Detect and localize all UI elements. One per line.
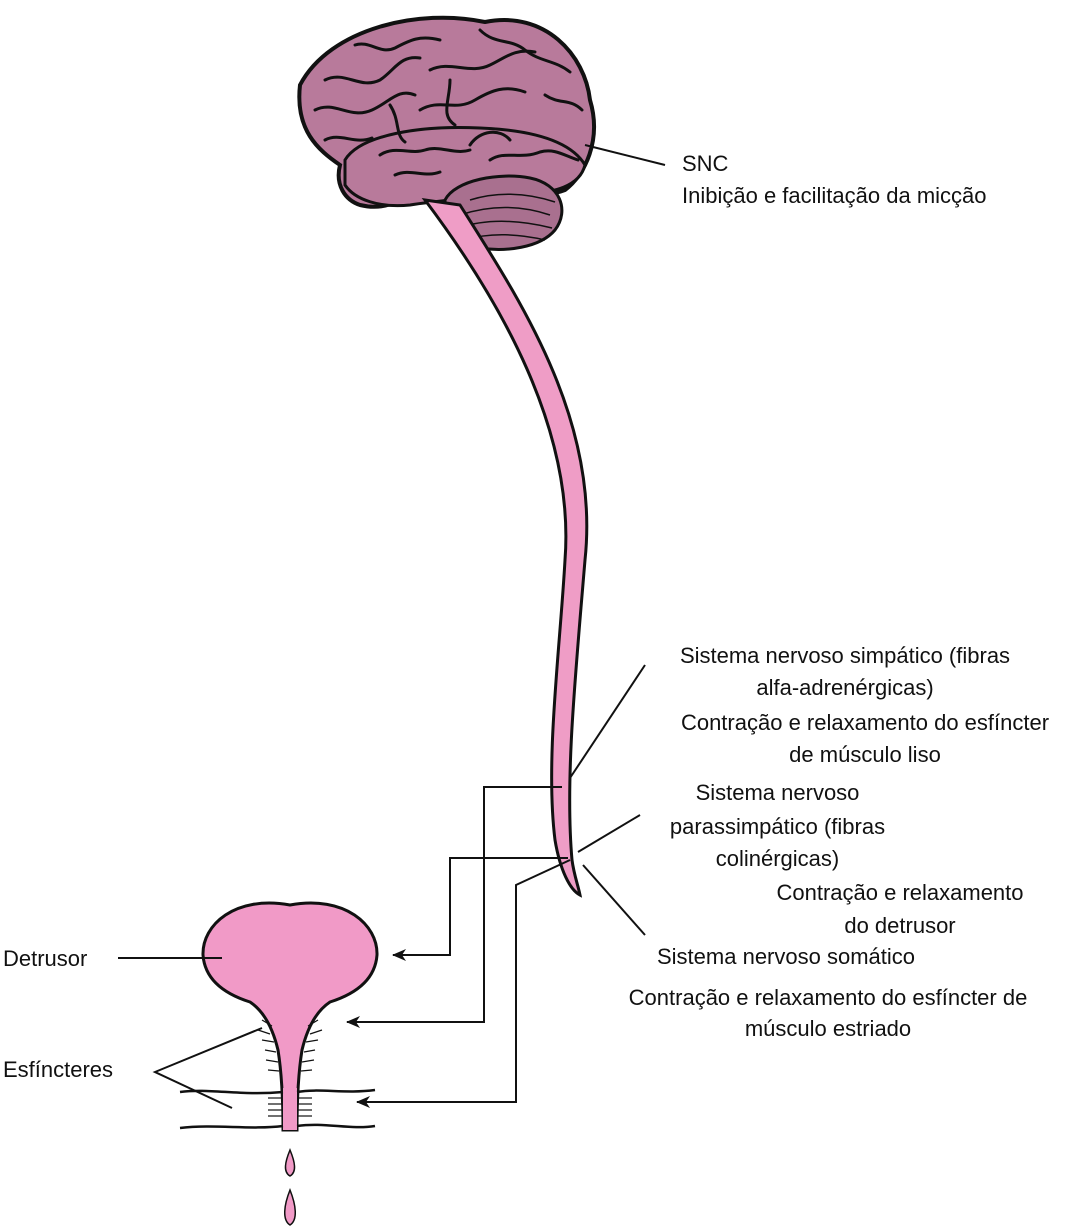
simpatico-title-line1: Sistema nervoso simpático (fibras bbox=[679, 643, 1011, 668]
urethra-fill bbox=[283, 1088, 297, 1130]
esfincteres-label: Esfíncteres bbox=[3, 1057, 114, 1082]
parassimpatico-leader bbox=[577, 814, 641, 853]
simpatico-leader bbox=[569, 664, 646, 779]
urine-drop-1 bbox=[284, 1148, 296, 1177]
simpatico-title-line2: alfa-adrenérgicas) bbox=[756, 675, 934, 700]
detrusor-label: Detrusor bbox=[3, 946, 88, 971]
snc-title: SNC bbox=[682, 151, 729, 176]
smooth-sphincter-fibers bbox=[257, 1019, 323, 1072]
pelvic-floor bbox=[179, 1088, 376, 1130]
parassimpatico-title-line2: parassimpático (fibras bbox=[669, 814, 886, 839]
brain bbox=[297, 15, 596, 251]
parassimpatico-desc-line2: do detrusor bbox=[844, 913, 956, 938]
parasympathetic-arrow bbox=[392, 857, 568, 961]
snc-description: Inibição e facilitação da micção bbox=[682, 183, 987, 208]
somatico-desc-line1: Contração e relaxamento do esfíncter de bbox=[628, 985, 1028, 1010]
nerve-pathways bbox=[346, 786, 571, 1108]
brain-gyri bbox=[313, 28, 584, 177]
striated-sphincter-fibers bbox=[268, 1097, 312, 1117]
bladder bbox=[179, 901, 379, 1226]
parassimpatico-desc-line1: Contração e relaxamento bbox=[776, 880, 1024, 905]
somatico-title: Sistema nervoso somático bbox=[657, 944, 915, 969]
esfincteres-leader bbox=[152, 1027, 263, 1109]
somatico-leader bbox=[582, 864, 646, 936]
somatico-desc-line2: músculo estriado bbox=[744, 1016, 912, 1041]
sympathetic-arrow bbox=[346, 786, 562, 1028]
snc-leader bbox=[584, 144, 666, 166]
somatic-arrow bbox=[356, 859, 571, 1108]
simpatico-desc-line2: de músculo liso bbox=[789, 742, 941, 767]
parassimpatico-title-line1: Sistema nervoso bbox=[695, 780, 860, 805]
urine-drop-2 bbox=[284, 1187, 296, 1226]
spinal-cord bbox=[421, 198, 589, 898]
parassimpatico-title-line3: colinérgicas) bbox=[715, 846, 840, 871]
simpatico-desc-line1: Contração e relaxamento do esfíncter bbox=[680, 710, 1050, 735]
leader-lines bbox=[118, 144, 666, 1109]
